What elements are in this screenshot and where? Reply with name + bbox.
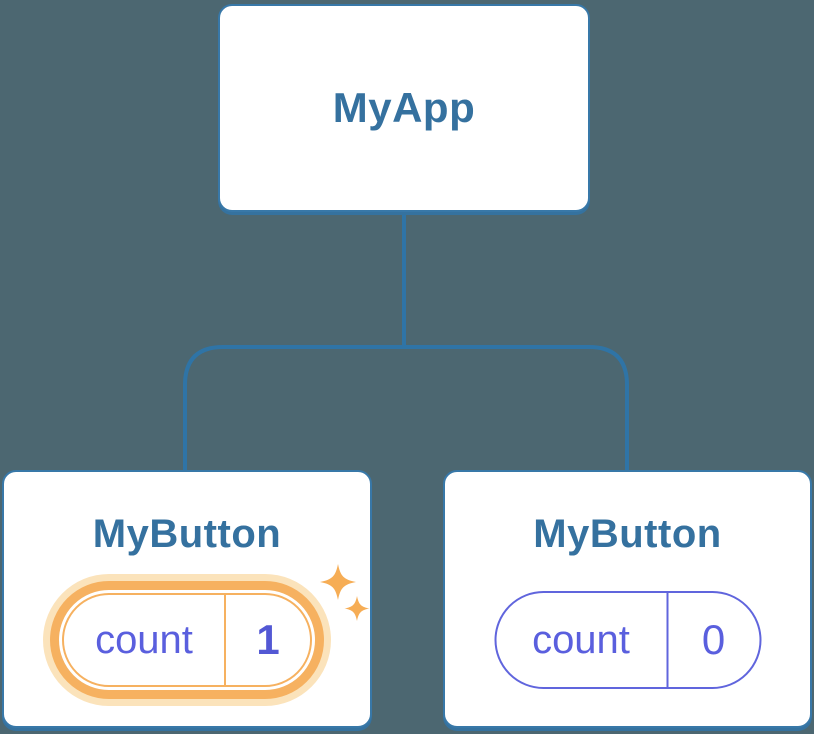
state-pill-divider <box>224 595 226 685</box>
state-pill-divider <box>666 593 668 687</box>
sparkle-star-small <box>344 596 370 621</box>
state-pill-assembly-plain: count 0 <box>494 591 761 689</box>
node-title-myapp: MyApp <box>332 84 476 131</box>
state-pill-assembly-highlighted: count 1 <box>50 581 324 699</box>
state-highlight-ring: count 1 <box>50 581 324 699</box>
state-value: 1 <box>256 616 280 663</box>
component-node-myapp: MyApp <box>218 4 590 212</box>
state-key-label: count <box>95 617 193 662</box>
state-ring: count 0 <box>494 591 761 689</box>
node-title-mybutton-2: MyButton <box>533 512 722 556</box>
component-node-mybutton-2: MyButton count 0 <box>443 470 812 728</box>
node-title-mybutton-1: MyButton <box>92 512 282 556</box>
connector-branch <box>183 345 629 474</box>
sparkle-icon <box>320 564 370 621</box>
state-pill: count 1 <box>62 593 312 687</box>
state-value: 0 <box>701 616 726 663</box>
component-node-mybutton-1: MyButton count 1 <box>2 470 372 728</box>
state-key-label: count <box>532 617 630 662</box>
state-pill: count 0 <box>494 591 761 689</box>
sparkle-star-large <box>320 564 356 600</box>
